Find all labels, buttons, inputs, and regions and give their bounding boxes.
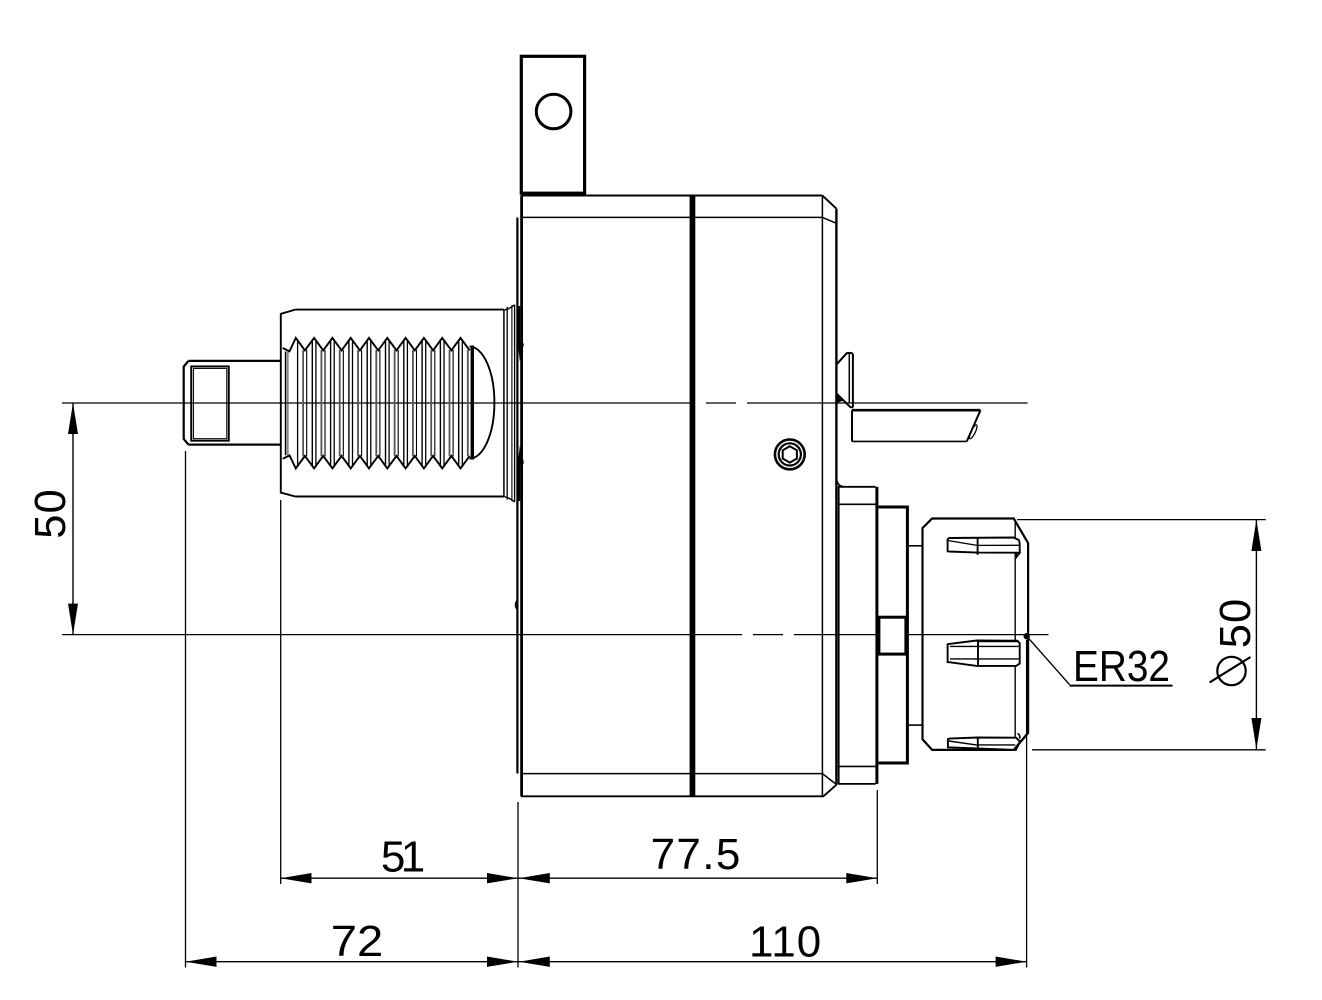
svg-text:51: 51 [381, 833, 424, 882]
svg-text:72: 72 [331, 917, 384, 966]
svg-text:50: 50 [27, 488, 75, 538]
svg-text:77.5: 77.5 [651, 830, 742, 879]
svg-text:50: 50 [1212, 598, 1260, 648]
svg-text:ER32: ER32 [1073, 642, 1170, 691]
svg-text:110: 110 [749, 917, 822, 966]
